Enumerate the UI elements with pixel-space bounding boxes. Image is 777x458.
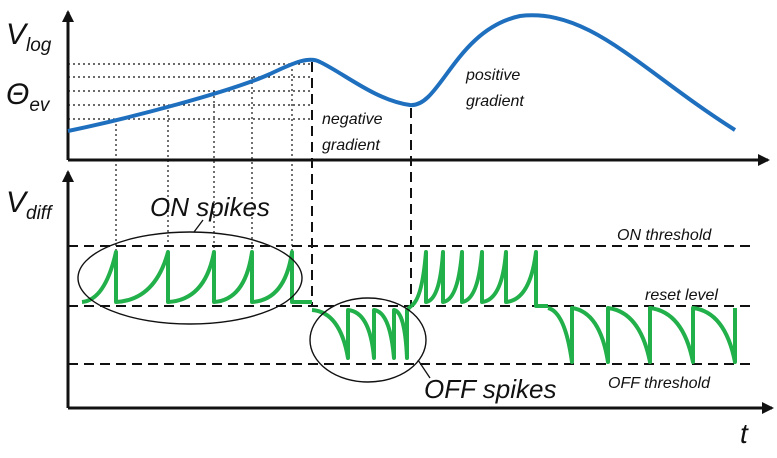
off-spikes-label: OFF spikes	[424, 374, 556, 404]
off-threshold-label: OFF threshold	[608, 375, 711, 392]
off-spike-group-1	[311, 304, 413, 360]
off-spikes-ellipse	[309, 297, 427, 383]
on-spikes-label: ON spikes	[150, 192, 270, 222]
positive-gradient-label-2: gradient	[466, 93, 524, 110]
on-spikes-pointer	[193, 219, 204, 233]
crossing-guides	[115, 64, 293, 252]
vdiff-label: Vdiff	[6, 186, 53, 224]
reset-level-label: reset level	[645, 287, 718, 304]
off-spike-group-2	[547, 306, 737, 364]
on-spike-group-2	[409, 250, 548, 308]
positive-gradient-label-1: positive	[465, 67, 520, 84]
vlog-label: Vlog	[6, 18, 52, 56]
on-spike-group-1	[81, 250, 312, 304]
vlog-curve	[67, 13, 737, 133]
time-axis-label: t	[740, 418, 749, 449]
off-spikes-pointer	[417, 359, 431, 379]
vdiff-trace	[81, 250, 737, 364]
theta-ev-levels	[68, 63, 312, 120]
negative-gradient-label-1: negative	[322, 111, 383, 128]
on-spikes-ellipse	[77, 231, 303, 325]
on-threshold-label: ON threshold	[617, 227, 712, 244]
theta-ev-label: Θev	[6, 78, 51, 116]
negative-gradient-label-2: gradient	[322, 137, 380, 154]
